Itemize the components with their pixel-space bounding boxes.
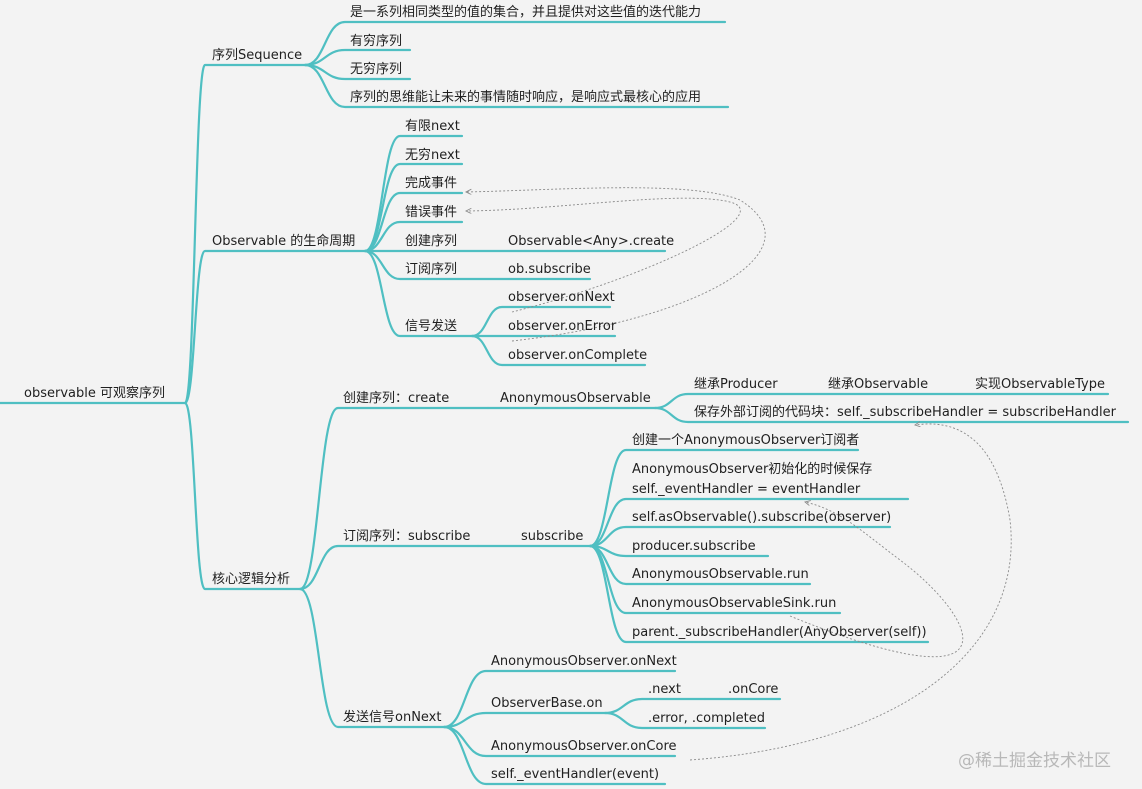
core-subscribe-child: subscribe xyxy=(521,529,584,544)
life-send: 信号发送 xyxy=(405,319,458,334)
core-send: 发送信号onNext xyxy=(343,710,442,725)
connector-line xyxy=(470,334,647,367)
life-send-onerror: observer.onError xyxy=(508,319,617,334)
connector-line xyxy=(442,711,607,729)
send-step-base-on: ObserverBase.on xyxy=(491,696,603,711)
connector-line xyxy=(588,497,910,548)
life-finite-next: 有限next xyxy=(405,119,460,134)
life-create-detail: Observable<Any>.create xyxy=(508,234,675,249)
send-step-oncore: AnonymousObserver.onCore xyxy=(491,739,677,754)
core-subscribe: 订阅序列：subscribe xyxy=(343,529,471,544)
base-on-next: .next xyxy=(648,682,681,697)
seq-item-thinking: 序列的思维能让未来的事情随时响应，是响应式最核心的应用 xyxy=(350,90,702,105)
branch-lifecycle: Observable 的生命周期 xyxy=(212,234,356,249)
connector-line xyxy=(183,249,367,405)
connector-line xyxy=(363,162,464,253)
connector-line xyxy=(298,406,490,591)
send-step-onnext: AnonymousObserver.onNext xyxy=(491,654,677,669)
connector-line xyxy=(303,63,730,109)
dash-error-to-complete xyxy=(466,187,766,342)
connector-line xyxy=(442,669,677,729)
branch-sequence: 序列Sequence xyxy=(212,48,303,63)
sub-step-producer-subscribe: producer.subscribe xyxy=(632,539,756,554)
connector-line xyxy=(298,587,446,729)
branch-core: 核心逻辑分析 xyxy=(212,572,291,587)
sub-step-event-handler: self._eventHandler = eventHandler xyxy=(632,482,861,497)
life-subscribe-detail: ob.subscribe xyxy=(508,262,591,277)
connector-line xyxy=(183,63,307,405)
sub-step-create-observer: 创建一个AnonymousObserver订阅者 xyxy=(632,433,860,448)
seq-item-definition: 是一系列相同类型的值的集合，并且提供对这些值的迭代能力 xyxy=(350,5,702,20)
sub-step-asobservable: self.asObservable().subscribe(observer) xyxy=(632,510,892,525)
seq-item-finite: 有穷序列 xyxy=(350,34,403,49)
connector-line xyxy=(653,406,1130,424)
connector-line xyxy=(588,448,860,548)
connector-line xyxy=(363,249,474,338)
sub-step-observable-run: AnonymousObservable.run xyxy=(632,567,809,582)
connector-line xyxy=(298,544,480,591)
dash-oncore-to-save xyxy=(689,424,1012,761)
life-complete-event: 完成事件 xyxy=(405,176,458,191)
implement-observabletype: 实现ObservableType xyxy=(975,377,1105,392)
watermark: @稀土掘金技术社区 xyxy=(958,751,1111,771)
save-subscribe-handler: 保存外部订阅的代码块：self._subscribeHandler = subs… xyxy=(694,405,1116,420)
seq-item-infinite: 无穷序列 xyxy=(350,62,403,77)
sub-step-sink-run: AnonymousObservableSink.run xyxy=(632,596,837,611)
life-create: 创建序列 xyxy=(405,234,458,249)
life-infinite-next: 无穷next xyxy=(405,148,460,163)
connector-line xyxy=(603,711,767,730)
sub-step-init-save: AnonymousObserver初始化的时候保存 xyxy=(632,462,873,477)
life-send-onnext: observer.onNext xyxy=(508,290,615,305)
connector-line xyxy=(442,725,667,786)
send-step-event-handler: self._eventHandler(event) xyxy=(491,767,660,782)
dash-run-to-handler xyxy=(789,502,964,658)
connector-line xyxy=(588,544,930,644)
root-node: observable 可观察序列 xyxy=(24,386,165,401)
life-error-event: 错误事件 xyxy=(405,205,458,220)
connector-line xyxy=(303,20,727,67)
life-send-oncomplete: observer.onComplete xyxy=(508,348,648,363)
sub-step-parent-handler: parent._subscribeHandler(AnyObserver(sel… xyxy=(632,625,927,640)
life-subscribe: 订阅序列 xyxy=(405,262,458,277)
core-anonymous-observable: AnonymousObservable xyxy=(500,391,651,406)
connector-line xyxy=(363,191,464,253)
connector-line xyxy=(183,401,302,591)
inherit-producer: 继承Producer xyxy=(694,377,778,392)
dash-next-to-error xyxy=(466,197,741,313)
base-on-error-completed: .error, .completed xyxy=(648,711,765,726)
core-create: 创建序列：create xyxy=(343,391,450,406)
inherit-observable: 继承Observable xyxy=(828,377,929,392)
base-on-oncore: .onCore xyxy=(728,682,779,697)
